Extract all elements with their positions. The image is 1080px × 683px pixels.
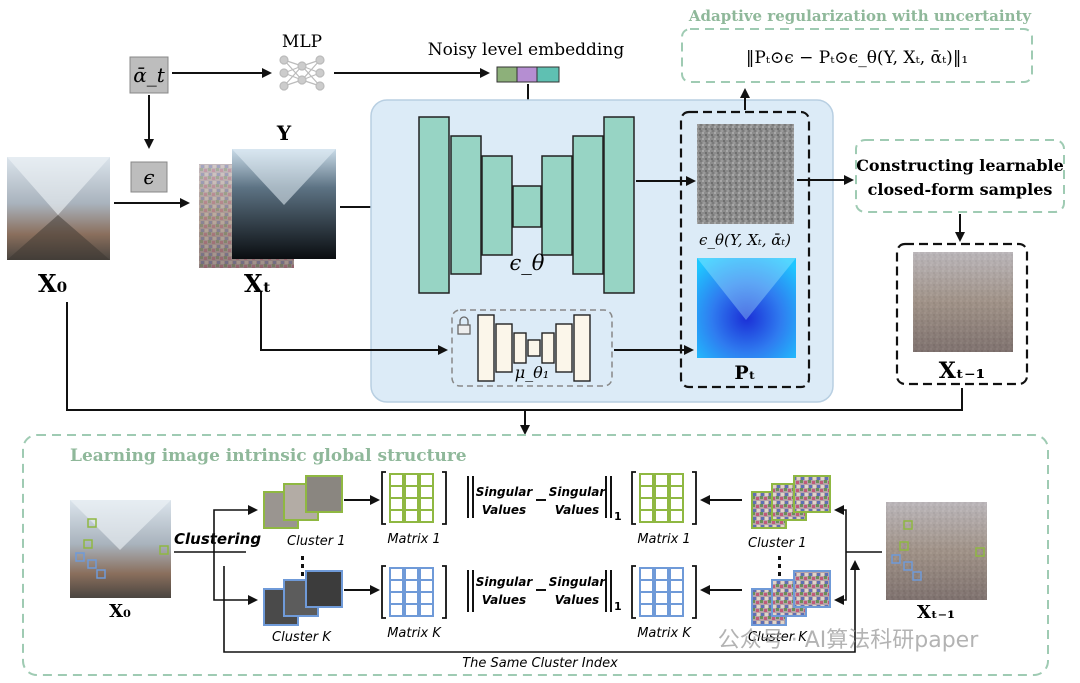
x0-bottom-image [70, 500, 171, 598]
same-index-path [223, 560, 860, 653]
cluster1-left-label: Cluster 1 [287, 534, 346, 549]
noisy-embed-label: Noisy level embedding [428, 40, 625, 60]
mu-label: μ_θ₁ [515, 363, 549, 382]
construct-box [855, 139, 1065, 213]
pt-uncertainty-image [697, 258, 796, 358]
vertical-dots-right [778, 556, 781, 576]
matrixK-left-label: Matrix K [387, 626, 442, 641]
mu-net [477, 314, 591, 382]
matrixK-left [381, 565, 447, 619]
x0-label: X₀ [38, 269, 67, 298]
matrixK-right-label: Matrix K [637, 626, 692, 641]
values-Kb: Values [555, 593, 599, 607]
singular-1b: Singular [549, 485, 607, 499]
adaptive-formula: ‖Pₜ⊙ϵ − Pₜ⊙ϵ_θ(Y, Xₜ, ᾱₜ)‖₁ [746, 48, 968, 68]
singular-Ka: Singular [476, 575, 534, 589]
unet-epsilon [418, 116, 635, 294]
matrix1-right-label: Matrix 1 [637, 532, 690, 547]
xt1-dashed-box [895, 242, 1029, 386]
construct-line2: closed-form samples [868, 180, 1053, 199]
xt1-bottom-image [886, 502, 987, 600]
clusterK-right-label: Cluster K [748, 630, 808, 645]
matrixK-right [631, 565, 697, 619]
mlp-icon [279, 55, 325, 91]
matrix1-left-label: Matrix 1 [387, 532, 440, 547]
global-structure-title: Learning image intrinsic global structur… [70, 446, 467, 466]
norm-sub-K: 1 [614, 600, 622, 613]
epsilon-node: ϵ [130, 161, 168, 193]
same-index-label: The Same Cluster Index [462, 656, 618, 671]
xt1-bottom-label: Xₜ₋₁ [917, 602, 955, 623]
xt-to-mu-arrow [260, 292, 448, 355]
xt1-label: Xₜ₋₁ [939, 358, 985, 384]
y-dark-image [232, 149, 336, 259]
construct-line1: Constructing learnable [856, 156, 1064, 175]
cluster1-noisy-patches [751, 475, 831, 529]
clustering-label: Clustering [174, 530, 261, 548]
adaptive-box [681, 28, 1033, 83]
global-structure-box [22, 434, 1049, 676]
values-Ka: Values [482, 593, 526, 607]
xt1-image [913, 252, 1013, 352]
eps-pred-label: ϵ_θ(Y, Xₜ, ᾱₜ) [699, 231, 791, 249]
to-clusterK-right-arrow [834, 552, 847, 605]
y-label: Y [276, 121, 292, 145]
to-clusterK-arrow [213, 552, 258, 605]
unet-label: ϵ_θ [510, 251, 545, 275]
xt-label: Xₜ [244, 269, 272, 298]
pt-label: Pₜ [734, 362, 755, 384]
norm-row-1 [467, 476, 612, 518]
values-1a: Values [482, 503, 526, 517]
matrix1-right [631, 471, 697, 525]
output-dashed-box [679, 110, 811, 389]
mlp-label: MLP [282, 32, 322, 52]
to-cluster1-right-arrow [834, 505, 847, 552]
clusterK-patches [263, 570, 343, 626]
mu-net-box [451, 309, 613, 387]
x0-bottom-label: X₀ [109, 601, 131, 622]
to-cluster1-arrow [213, 505, 258, 552]
alpha-bar-node: ᾱ_t [129, 56, 169, 94]
clusterK-left-label: Cluster K [272, 630, 332, 645]
cluster1-patches [263, 475, 343, 529]
singular-1a: Singular [476, 485, 534, 499]
clusterK-noisy-patches [751, 570, 831, 626]
matrix1-left [381, 471, 447, 525]
embedding-vector [496, 66, 560, 83]
watermark: 公众号 · AI算法科研paper [718, 628, 979, 653]
x0-image [7, 157, 110, 260]
cluster1-right-label: Cluster 1 [748, 536, 807, 551]
epsilon-label: ϵ [143, 165, 154, 189]
adaptive-title: Adaptive regularization with uncertainty [688, 7, 1033, 25]
alpha-bar-label: ᾱ_t [133, 63, 166, 87]
values-1b: Values [555, 503, 599, 517]
vertical-dots-left [301, 556, 304, 576]
noise-prediction-image [697, 124, 794, 224]
norm-row-K [467, 570, 612, 612]
merge-line [66, 302, 963, 411]
norm-sub-1: 1 [614, 510, 622, 523]
lock-icon [457, 316, 471, 335]
singular-Kb: Singular [549, 575, 607, 589]
